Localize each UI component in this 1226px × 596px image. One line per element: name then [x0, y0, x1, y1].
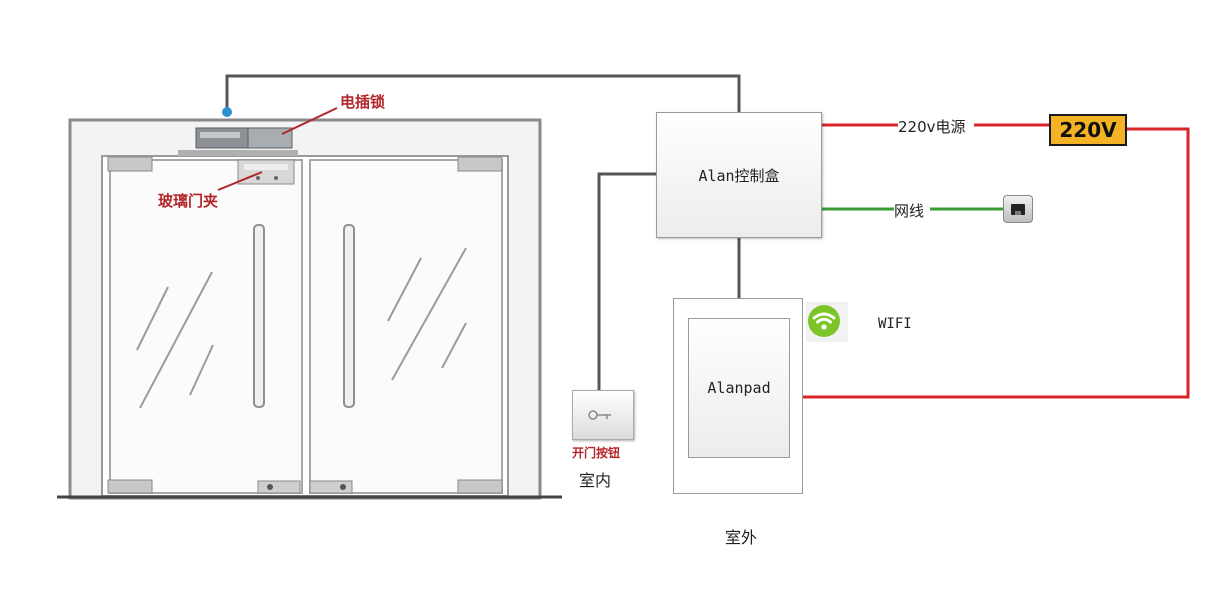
glass-clamp-label: 玻璃门夹	[158, 192, 219, 210]
electric-lock	[178, 127, 298, 156]
alanpad-screen: Alanpad	[688, 318, 790, 458]
key-icon	[588, 410, 611, 420]
wifi-icon	[806, 302, 848, 342]
wifi-label: WIFI	[878, 316, 912, 332]
exit-button-device	[572, 390, 634, 440]
lock-pointer	[281, 107, 338, 135]
floor-spring-right	[309, 480, 353, 494]
ethernet-port-icon	[1003, 195, 1033, 223]
control-box-label: Alan控制盒	[698, 166, 780, 185]
wire-lock-terminal	[222, 107, 232, 117]
electric-lock-label: 电插锁	[340, 93, 386, 111]
indoor-label: 室内	[579, 471, 612, 490]
fitting-top-right	[457, 156, 503, 172]
door-handle-right	[343, 224, 355, 408]
glass-door-clamp	[237, 159, 295, 185]
clamp-pointer	[217, 171, 263, 191]
fitting-bottom-right	[457, 479, 503, 494]
network-cable-label: 网线	[894, 202, 925, 220]
outdoor-label: 室外	[725, 528, 758, 547]
wire-lock-to-controller	[225, 74, 741, 112]
wire-power-return	[803, 127, 1190, 399]
fitting-bottom-left	[107, 479, 153, 494]
fitting-top-left	[107, 156, 153, 172]
control-box: Alan控制盒	[656, 112, 822, 238]
alanpad-device: Alanpad	[673, 298, 803, 494]
floor-spring-left	[257, 480, 301, 494]
door-handle-left	[253, 224, 265, 408]
power-source-badge: 220V	[1049, 114, 1127, 146]
glass-panel-left	[109, 159, 303, 494]
wire-button-to-controller	[597, 172, 656, 390]
power-line-label: 220v电源	[898, 118, 966, 136]
alanpad-label: Alanpad	[707, 379, 771, 397]
glass-panel-right	[309, 159, 503, 494]
glass-reflections	[136, 247, 467, 409]
exit-button-label: 开门按钮	[572, 446, 621, 460]
